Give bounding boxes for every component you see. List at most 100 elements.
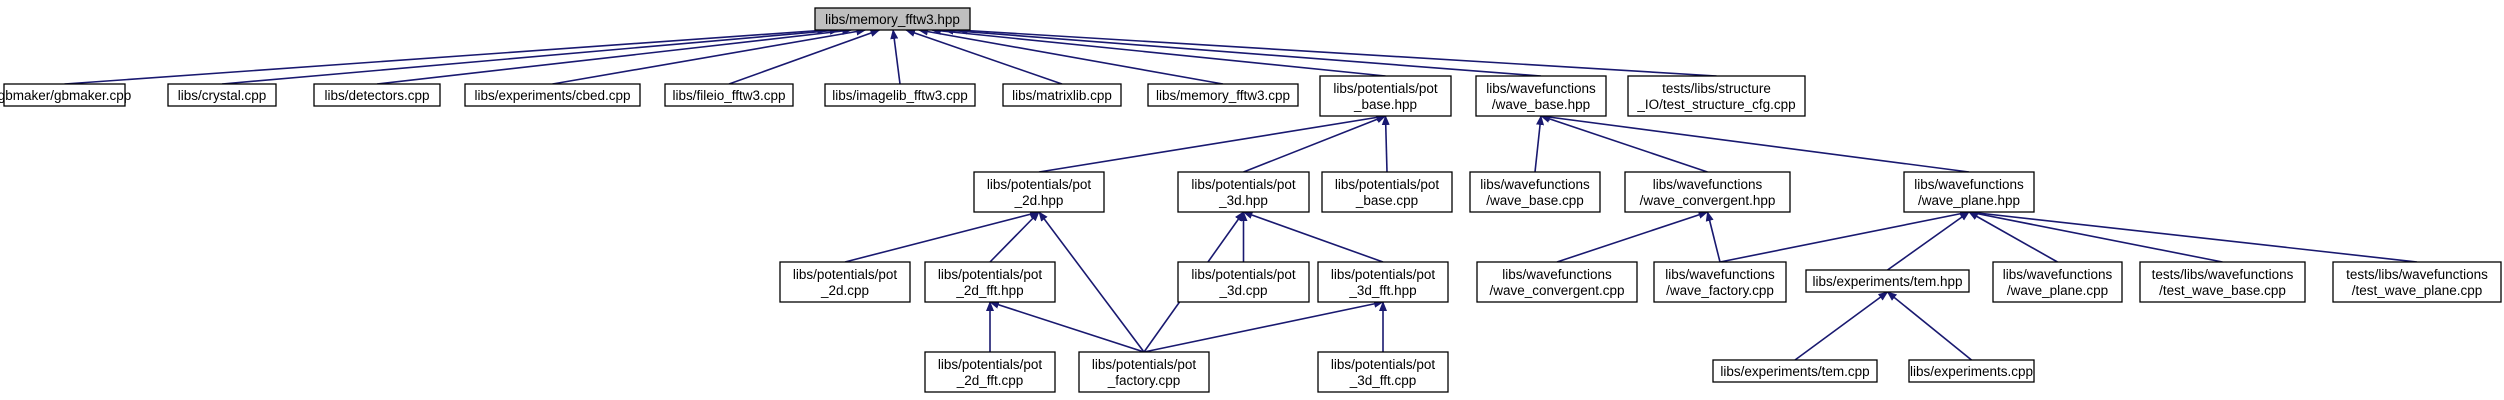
node-box <box>1317 351 1449 393</box>
edge-gbmaker-to-root <box>64 26 828 85</box>
node-gbmaker[interactable]: gbmaker/gbmaker.cpp <box>0 83 131 107</box>
node-box <box>1177 261 1310 303</box>
node-label: /wave_factory.cpp <box>1666 283 1774 298</box>
node-wave-factory[interactable]: libs/wavefunctions/wave_factory.cpp <box>1653 261 1787 303</box>
node-pot-base-hpp[interactable]: libs/potentials/pot_base.hpp <box>1319 75 1452 117</box>
node-tem-hpp[interactable]: libs/experiments/tem.hpp <box>1805 269 1970 293</box>
node-label: libs/wavefunctions <box>2003 267 2113 282</box>
node-label: _base.cpp <box>1355 193 1418 208</box>
node-box <box>2139 261 2306 303</box>
node-box <box>1469 171 1601 213</box>
node-pot-2d-cpp[interactable]: libs/potentials/pot_2d.cpp <box>779 261 911 303</box>
node-pot-3d-hpp[interactable]: libs/potentials/pot_3d.hpp <box>1177 171 1310 213</box>
node-label: _2d_fft.hpp <box>955 283 1023 298</box>
node-crystal[interactable]: libs/crystal.cpp <box>167 83 277 107</box>
edge-matrixlib-to-root <box>905 29 1063 85</box>
node-box <box>824 83 976 107</box>
node-test-wave-plane[interactable]: tests/libs/wavefunctions/test_wave_plane… <box>2332 261 2502 303</box>
node-pot-2d-fft-hpp[interactable]: libs/potentials/pot_2d_fft.hpp <box>924 261 1056 303</box>
node-box <box>1321 171 1453 213</box>
node-wave-conv-cpp[interactable]: libs/wavefunctions/wave_convergent.cpp <box>1476 261 1638 303</box>
node-box <box>464 83 641 107</box>
node-label: /wave_convergent.cpp <box>1489 283 1624 298</box>
node-box <box>1002 83 1122 107</box>
node-wave-plane-cpp[interactable]: libs/wavefunctions/wave_plane.cpp <box>1992 261 2123 303</box>
node-label: _3d.cpp <box>1218 283 1267 298</box>
node-label: /wave_base.cpp <box>1486 193 1584 208</box>
edge-tem-hpp-to-wave-plane-hpp <box>1887 211 1970 271</box>
edge-imagelib-to-root <box>890 29 901 85</box>
edge-test-structure-to-root <box>957 26 1717 77</box>
node-label: libs/experiments/tem.hpp <box>1812 274 1962 289</box>
node-root[interactable]: libs/memory_fftw3.hpp <box>814 7 971 31</box>
node-label: tests/libs/wavefunctions <box>2346 267 2488 282</box>
node-box <box>1712 359 1878 383</box>
node-box <box>1319 75 1452 117</box>
node-label: tests/libs/structure <box>1662 81 1771 96</box>
node-pot-3d-cpp[interactable]: libs/potentials/pot_3d.cpp <box>1177 261 1310 303</box>
node-matrixlib[interactable]: libs/matrixlib.cpp <box>1002 83 1122 107</box>
edge-wave-factory-to-wave-conv-hpp <box>1705 211 1721 263</box>
edge-wave-plane-hpp-to-wave-base-hpp <box>1540 113 1970 173</box>
node-box <box>1147 83 1299 107</box>
node-label: libs/detectors.cpp <box>324 88 429 103</box>
node-label: libs/potentials/pot <box>938 357 1043 372</box>
node-label: libs/matrixlib.cpp <box>1012 88 1112 103</box>
node-box <box>1653 261 1787 303</box>
node-label: /wave_base.hpp <box>1492 97 1590 112</box>
node-pot-3d-fft-hpp[interactable]: libs/potentials/pot_3d_fft.hpp <box>1317 261 1449 303</box>
node-box <box>313 83 441 107</box>
edge-wave-conv-hpp-to-wave-base-hpp <box>1540 115 1708 173</box>
edge-pot-3d-hpp-to-pot-base-hpp <box>1243 115 1387 173</box>
node-test-wave-base[interactable]: tests/libs/wavefunctions/test_wave_base.… <box>2139 261 2306 303</box>
edge-wave-plane-cpp-to-wave-plane-hpp <box>1968 211 2058 263</box>
node-experiments-cpp[interactable]: libs/experiments.cpp <box>1908 359 2035 383</box>
node-box <box>1805 269 1970 293</box>
node-label: libs/potentials/pot <box>1191 177 1296 192</box>
node-label: /wave_plane.hpp <box>1918 193 2020 208</box>
edge-pot-2d-hpp-to-pot-base-hpp <box>1038 113 1387 173</box>
node-wave-conv-hpp[interactable]: libs/wavefunctions/wave_convergent.hpp <box>1624 171 1791 213</box>
node-pot-2d-hpp[interactable]: libs/potentials/pot_2d.hpp <box>973 171 1105 213</box>
edge-test-wave-base-to-wave-plane-hpp <box>1968 209 2223 263</box>
node-test-structure[interactable]: tests/libs/structure_IO/test_structure_c… <box>1627 75 1806 117</box>
node-memory-cpp[interactable]: libs/memory_fftw3.cpp <box>1147 83 1299 107</box>
node-box <box>1317 261 1449 303</box>
node-label: /wave_plane.cpp <box>2007 283 2108 298</box>
node-label: libs/potentials/pot <box>938 267 1043 282</box>
node-wave-plane-hpp[interactable]: libs/wavefunctions/wave_plane.hpp <box>1903 171 2035 213</box>
node-pot-3d-fft-cpp[interactable]: libs/potentials/pot_3d_fft.cpp <box>1317 351 1449 393</box>
node-label: /test_wave_plane.cpp <box>2352 283 2483 298</box>
node-label: libs/potentials/pot <box>1331 267 1436 282</box>
node-box <box>1475 75 1607 117</box>
node-wave-base-cpp[interactable]: libs/wavefunctions/wave_base.cpp <box>1469 171 1601 213</box>
node-tem-cpp[interactable]: libs/experiments/tem.cpp <box>1712 359 1878 383</box>
edge-wave-factory-to-wave-plane-hpp <box>1719 209 1970 263</box>
node-pot-base-cpp[interactable]: libs/potentials/pot_base.cpp <box>1321 171 1453 213</box>
node-box <box>1078 351 1210 393</box>
node-imagelib[interactable]: libs/imagelib_fftw3.cpp <box>824 83 976 107</box>
node-box <box>973 171 1105 213</box>
node-label: libs/wavefunctions <box>1653 177 1763 192</box>
node-box <box>167 83 277 107</box>
node-box <box>814 7 971 31</box>
node-label: _3d_fft.hpp <box>1348 283 1416 298</box>
edge-experiments-cpp-to-tem-hpp <box>1886 291 1973 361</box>
node-wave-base-hpp[interactable]: libs/wavefunctions/wave_base.hpp <box>1475 75 1607 117</box>
edge-tem-cpp-to-tem-hpp <box>1794 291 1889 361</box>
edge-fileio-to-root <box>728 29 881 85</box>
node-box <box>924 351 1056 393</box>
edge-wave-base-hpp-to-root <box>943 26 1542 77</box>
node-label: libs/wavefunctions <box>1480 177 1590 192</box>
node-label: libs/crystal.cpp <box>178 88 267 103</box>
node-label: libs/wavefunctions <box>1914 177 2024 192</box>
node-label: libs/fileio_fftw3.cpp <box>672 88 785 103</box>
edge-crystal-to-root <box>221 26 840 85</box>
node-label: libs/potentials/pot <box>1331 357 1436 372</box>
node-pot-2d-fft-cpp[interactable]: libs/potentials/pot_2d_fft.cpp <box>924 351 1056 393</box>
node-pot-factory[interactable]: libs/potentials/pot_factory.cpp <box>1078 351 1210 393</box>
node-cbed[interactable]: libs/experiments/cbed.cpp <box>464 83 641 107</box>
edge-pot-base-cpp-to-pot-base-hpp <box>1381 115 1390 173</box>
node-fileio[interactable]: libs/fileio_fftw3.cpp <box>664 83 794 107</box>
node-detectors[interactable]: libs/detectors.cpp <box>313 83 441 107</box>
